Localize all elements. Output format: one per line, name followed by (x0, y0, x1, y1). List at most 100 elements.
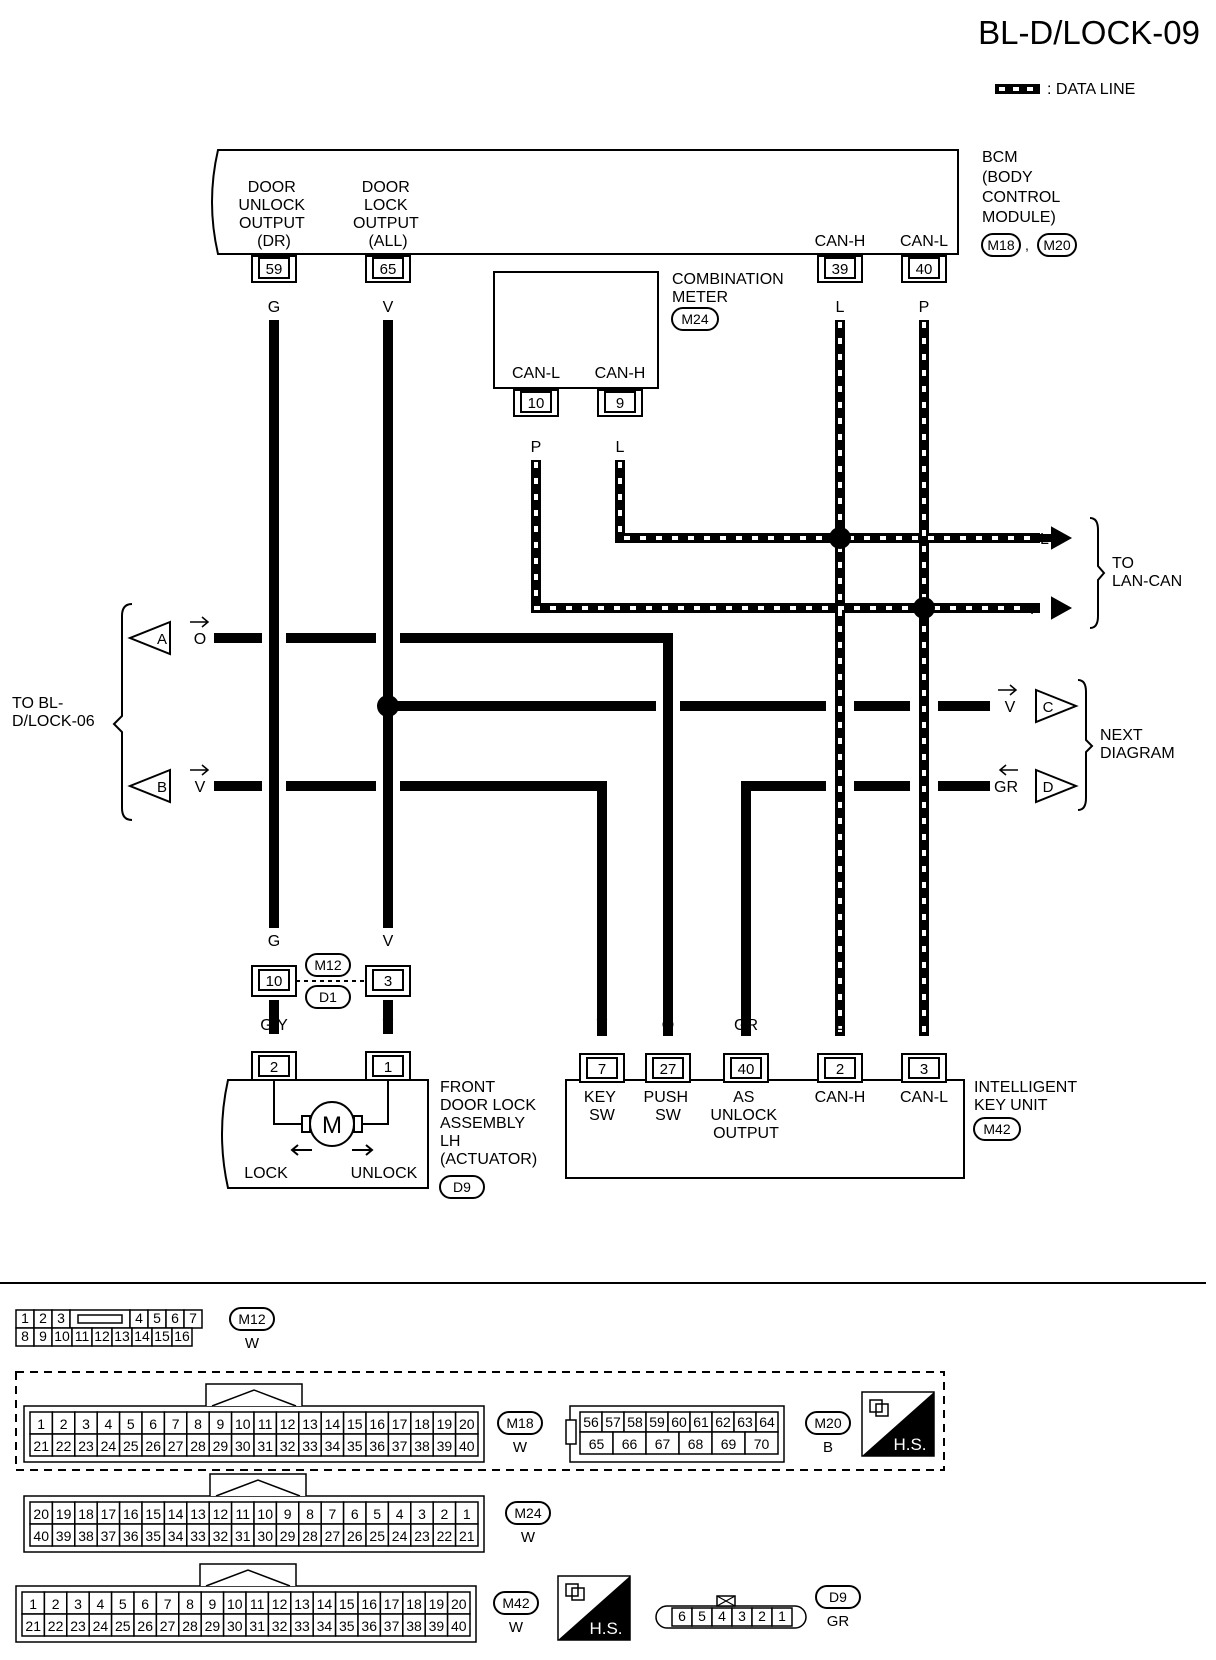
pin-number: 4 (97, 1596, 105, 1612)
svg-text:7: 7 (598, 1061, 606, 1078)
svg-text:40: 40 (916, 261, 933, 278)
pin-number: 8 (194, 1416, 202, 1432)
pin-number: 38 (406, 1618, 422, 1634)
pin-number: 27 (168, 1438, 184, 1454)
pin-number: 26 (145, 1438, 161, 1454)
pin-number: 20 (459, 1416, 475, 1432)
pin-number: 17 (384, 1596, 400, 1612)
pin-number: 11 (75, 1328, 90, 1344)
pin-number: 21 (459, 1528, 475, 1544)
pin-number: 24 (392, 1528, 408, 1544)
pin-number: 2 (60, 1416, 68, 1432)
bcm-terminal-40: 40 (901, 255, 947, 283)
pin-number: 5 (153, 1310, 161, 1326)
pin-number: 29 (280, 1528, 296, 1544)
combination-meter-name: COMBINATION METER (672, 271, 788, 306)
pin-number: 12 (272, 1596, 288, 1612)
key-unit-terminal-3: 3 (901, 1053, 947, 1083)
pin-number: 11 (258, 1416, 273, 1432)
svg-text:39: 39 (832, 261, 849, 278)
lock-label: LOCK (244, 1165, 288, 1182)
meter-terminal-10: 10 (513, 389, 559, 417)
pin-number: 36 (361, 1618, 377, 1634)
pin-number: 37 (101, 1528, 117, 1544)
pin-number: 57 (605, 1414, 621, 1430)
front-door-lock-actuator: 2 1 M LOCK UNLOCK FRONT DOOR LOCK ASSEMB… (221, 1051, 537, 1199)
data-line-legend: : DATA LINE (995, 81, 1135, 98)
pin-number: 2 (441, 1506, 449, 1522)
pin-number: 16 (369, 1416, 385, 1432)
actuator-terminal-2: 2 (251, 1051, 297, 1081)
svg-text:CAN-H: CAN-H (815, 1089, 866, 1106)
pin-number: 33 (294, 1618, 310, 1634)
pin-number: 68 (688, 1436, 704, 1452)
meter-wire-l: L (616, 439, 625, 456)
pin-number: 2 (758, 1608, 766, 1624)
actuator-connector-d9: D9 (439, 1175, 485, 1199)
pin-number: 4 (105, 1416, 113, 1432)
pin-number: 7 (164, 1596, 172, 1612)
key-unit-terminal-2: 2 (817, 1053, 863, 1083)
pin-number: 35 (145, 1528, 161, 1544)
pin-number: 29 (213, 1438, 229, 1454)
pin-number: 24 (93, 1618, 109, 1634)
svg-text:B: B (157, 779, 167, 796)
right-reference-label: NEXT DIAGRAM (1100, 727, 1175, 762)
svg-text:,: , (1025, 237, 1029, 253)
wire-color-p: P (919, 299, 930, 316)
pin-number: 38 (78, 1528, 94, 1544)
pin-number: 66 (622, 1436, 638, 1452)
meter-terminal-9: 9 (597, 389, 643, 417)
pin-number: 23 (78, 1438, 94, 1454)
pin-number: 1 (29, 1596, 37, 1612)
pin-number: 22 (56, 1438, 72, 1454)
joint-terminal-10: 10 (251, 965, 297, 997)
pin-number: 28 (190, 1438, 206, 1454)
pin-number: 8 (21, 1328, 29, 1344)
pin-number: 32 (213, 1528, 229, 1544)
pin-number: 37 (392, 1438, 408, 1454)
pin-number: 19 (437, 1416, 453, 1432)
pin-number: 10 (54, 1328, 70, 1344)
bcm-pin-label-can-h: CAN-H (815, 233, 866, 250)
pin-number: 18 (406, 1596, 422, 1612)
svg-text:O: O (662, 1017, 674, 1034)
pin-number: 1 (778, 1608, 786, 1624)
bcm-connector-group (15, 1371, 945, 1471)
svg-text:O: O (194, 631, 206, 648)
svg-text:GR: GR (994, 779, 1018, 796)
svg-text:H.S.: H.S. (589, 1619, 622, 1638)
pin-number: 36 (369, 1438, 385, 1454)
pin-number: 63 (737, 1414, 753, 1430)
key-unit-terminal-27: 27 (645, 1053, 691, 1083)
svg-text:M: M (322, 1112, 342, 1139)
pin-number: 21 (25, 1618, 41, 1634)
pin-number: 9 (284, 1506, 292, 1522)
pin-number: 70 (754, 1436, 770, 1452)
svg-text:A: A (157, 631, 167, 648)
pin-number: 34 (317, 1618, 333, 1634)
pin-number: 15 (347, 1416, 363, 1432)
pin-number: 4 (718, 1608, 726, 1624)
connector-color: W (513, 1439, 528, 1456)
pin-number: 67 (655, 1436, 671, 1452)
pin-number: 13 (302, 1416, 318, 1432)
svg-text:C: C (1043, 699, 1054, 716)
connector-color: W (509, 1619, 524, 1636)
svg-text:V: V (1005, 699, 1016, 716)
pin-number: 25 (369, 1528, 385, 1544)
pin-number: 69 (721, 1436, 737, 1452)
pin-number: 17 (101, 1506, 117, 1522)
pin-number: 25 (123, 1438, 139, 1454)
connector-arrow-d: D (1035, 768, 1079, 804)
intelligent-key-unit: V O GR L P 7 27 40 2 3 (565, 1017, 1077, 1179)
pin-number: 32 (280, 1438, 296, 1454)
svg-text:M12: M12 (314, 957, 341, 973)
pin-number: 19 (429, 1596, 445, 1612)
